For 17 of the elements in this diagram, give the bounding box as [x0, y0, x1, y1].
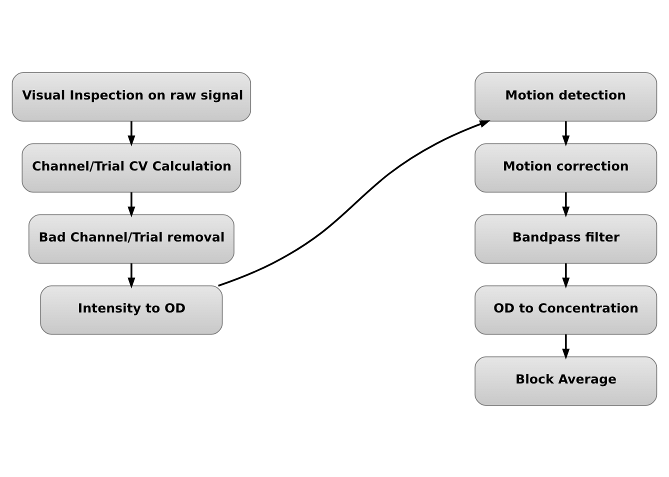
node-box: Intensity to OD [40, 284, 223, 334]
arrow [128, 262, 136, 288]
arrow [128, 192, 136, 217]
arrow [218, 120, 491, 286]
node-box: Block Average [474, 356, 658, 406]
arrow [562, 262, 570, 288]
arrow [562, 192, 570, 217]
arrow [562, 334, 570, 360]
node-box: Channel/Trial CV Calculation [22, 142, 242, 192]
arrow [128, 120, 136, 146]
node-box: Motion detection [474, 72, 658, 122]
node-box: Bandpass filter [474, 214, 658, 264]
arrow [562, 120, 570, 146]
node-box: Motion correction [474, 142, 658, 192]
node-box: Visual Inspection on raw signal [12, 72, 252, 122]
node-box: Bad Channel/Trial removal [28, 214, 234, 264]
node-box: OD to Concentration [474, 284, 658, 334]
